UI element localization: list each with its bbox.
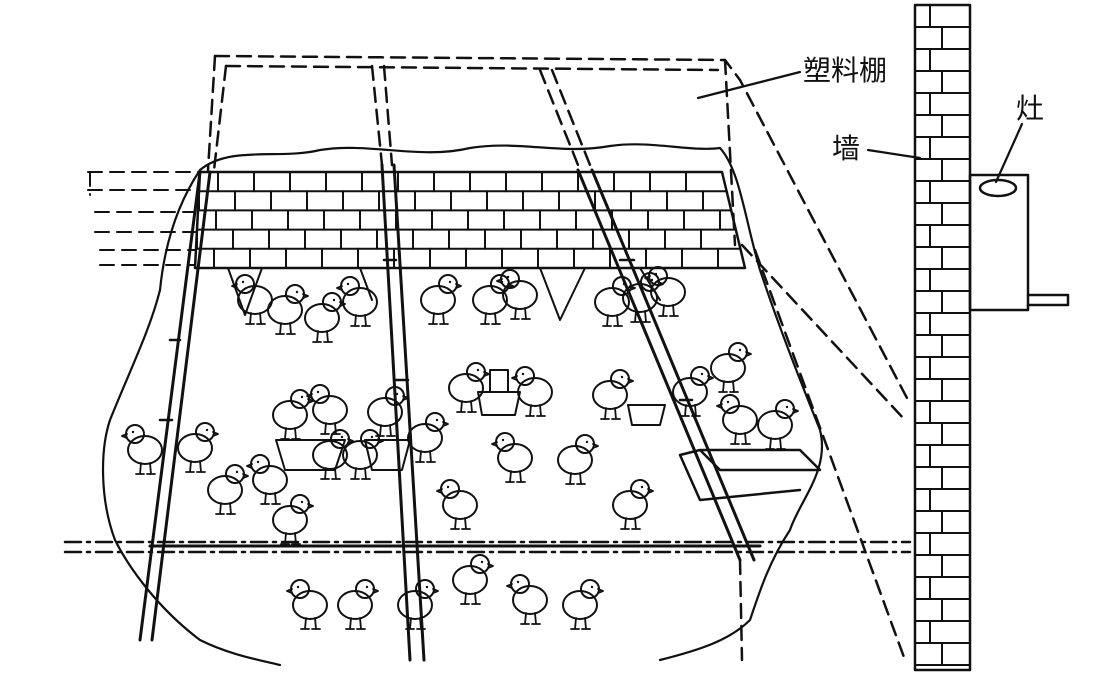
chick [304,292,346,343]
chick [557,434,599,485]
plastic-film-edge [101,143,823,667]
label-wall: 墙 [832,132,922,165]
trough-supports [227,267,661,321]
chick [286,579,328,630]
svg-text:墙: 墙 [832,132,860,165]
chick [612,479,654,530]
side-brick-wall [913,3,972,672]
chick [397,579,439,630]
chick [207,464,249,515]
chick [452,554,494,605]
chick [246,454,288,505]
chicks-group [121,266,799,630]
stove [968,173,1070,312]
chick [710,342,752,393]
chick [594,276,636,327]
back-brick-wall [87,170,747,270]
feeders [275,369,666,471]
stove-opening [978,178,1018,198]
chick [337,579,379,630]
chick [644,266,686,317]
chick [267,284,309,335]
svg-text:塑料棚: 塑料棚 [803,54,887,87]
waterer-right [627,404,666,426]
chick [272,389,314,440]
chick [511,366,553,417]
chick [592,369,634,420]
feeder-basket-right [364,439,411,471]
chick [496,269,538,320]
chick [448,362,490,413]
chick [306,384,348,435]
chick [491,432,533,483]
label-stove: 灶 [994,92,1044,184]
chick [757,399,799,450]
label-plastic-shed: 塑料棚 [696,54,887,100]
chick [672,366,714,417]
chick [420,274,462,325]
waterer-center [477,369,521,416]
chick [716,394,758,445]
chick [407,412,449,463]
chick [506,574,548,625]
chick [121,424,163,475]
feeder-basket-left [275,439,346,471]
chick [436,479,478,530]
svg-text:灶: 灶 [1016,92,1044,125]
heating-flue [678,448,822,502]
plastic-shed-frame [206,54,910,662]
chick [336,276,378,327]
chick [562,579,604,630]
front-beam [63,540,912,554]
chick [312,429,354,480]
chick [177,422,219,473]
chick [367,386,409,437]
chick [231,274,273,325]
chick [472,274,514,325]
chick [272,494,314,545]
bamboo-posts [138,163,756,662]
chick [342,429,384,480]
